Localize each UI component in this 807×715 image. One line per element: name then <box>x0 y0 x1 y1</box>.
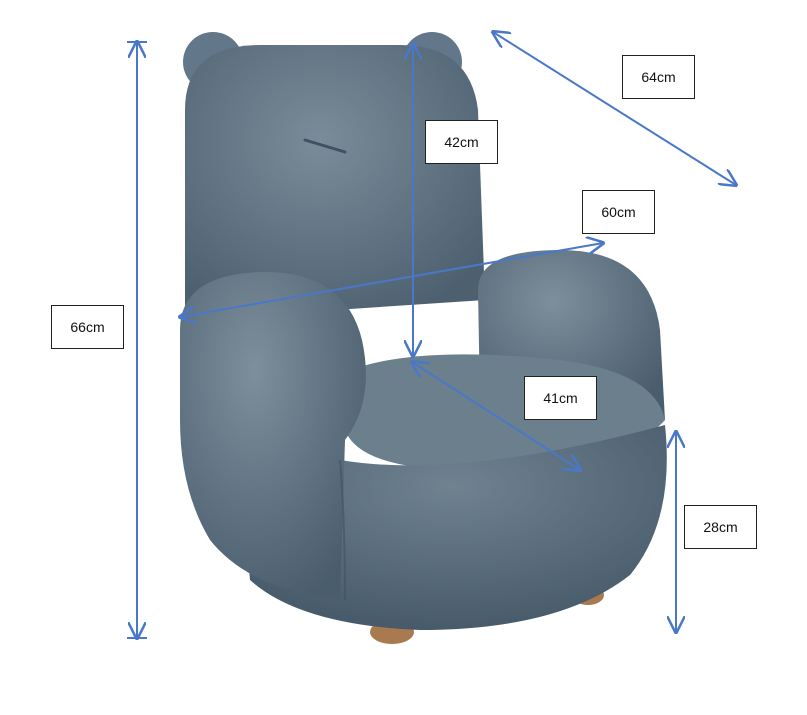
dimension-label-width: 60cm <box>582 190 655 234</box>
dimension-label-depth: 64cm <box>622 55 695 99</box>
chair-base <box>240 425 667 630</box>
dimension-label-seat-depth: 41cm <box>524 376 597 420</box>
dimension-label-seat-height: 28cm <box>684 505 757 549</box>
dimension-label-total-height: 66cm <box>51 305 124 349</box>
dimension-arrows <box>127 32 736 638</box>
dimension-label-backrest-height: 42cm <box>425 120 498 164</box>
chair-left-arm <box>180 271 366 600</box>
